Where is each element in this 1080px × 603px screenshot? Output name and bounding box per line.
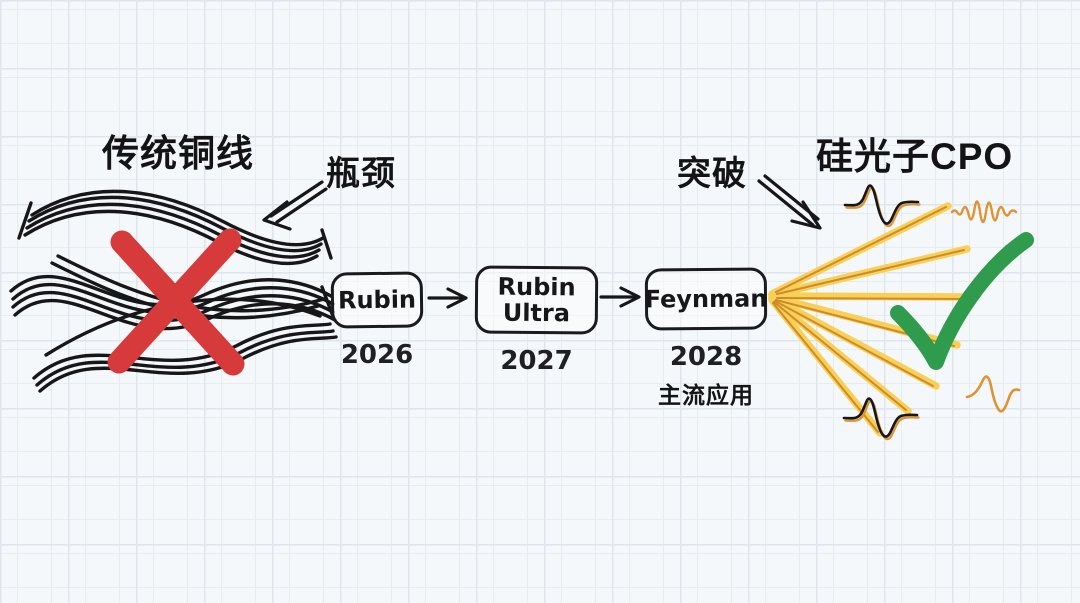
label-traditional-copper: 传统铜线	[102, 133, 254, 174]
wavelet-icon	[842, 397, 920, 441]
flow-arrow-icon	[599, 286, 641, 308]
wavelet-icon	[965, 375, 1021, 413]
rubin-ultra-year: 2027	[500, 346, 573, 376]
bottleneck-arrow-icon	[262, 180, 328, 231]
label-bottleneck: 瓶颈	[326, 155, 396, 193]
timeline-node-rubin: Rubin 2026	[330, 271, 424, 370]
breakthrough-arrow-icon	[757, 174, 822, 230]
feynman-year: 2028	[669, 342, 743, 372]
label-silicon-photonics-cpo: 硅光子CPO	[816, 136, 1014, 177]
wavelet-icon	[843, 184, 921, 228]
feynman-box: Feynman	[645, 267, 767, 331]
light-ray-fan-icon	[768, 202, 976, 437]
rubin-box: Rubin	[330, 271, 424, 329]
red-x-icon	[107, 228, 245, 376]
rubin-year: 2026	[340, 340, 414, 370]
burst-wavelet-icon	[950, 200, 1018, 224]
rubin-ultra-box: Rubin Ultra	[474, 265, 599, 335]
checkmark-icon	[890, 232, 1034, 370]
label-breakthrough: 突破	[677, 155, 747, 193]
timeline-node-rubin-ultra: Rubin Ultra 2027	[474, 265, 599, 376]
timeline-node-feynman: Feynman 2028 主流应用	[645, 267, 767, 410]
feynman-note: 主流应用	[658, 382, 754, 408]
flow-arrow-icon	[427, 287, 468, 309]
